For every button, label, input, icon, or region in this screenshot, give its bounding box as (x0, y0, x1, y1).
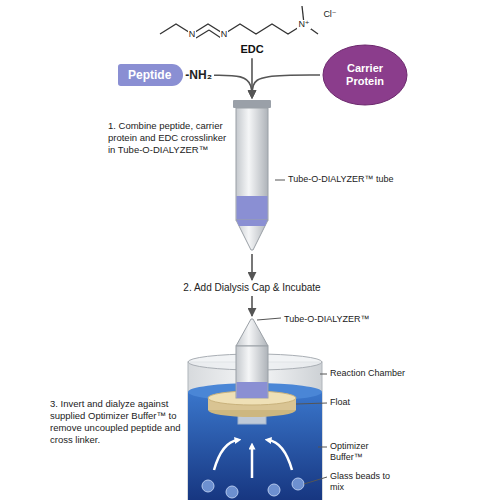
tubeInv-outline (232, 318, 272, 398)
mix-arrow (214, 440, 238, 470)
part-label: Reaction Chamber (330, 368, 405, 379)
flow-arrow (251, 254, 253, 280)
optimizer-buffer (188, 392, 322, 500)
atom-label: N (220, 30, 229, 39)
tube-tip (236, 319, 268, 346)
part-label: Float (330, 397, 350, 408)
edc-skeleton (160, 24, 304, 34)
node-text: 2. Add Dialysis Cap & Incubate (183, 282, 320, 294)
glass-bead (226, 486, 238, 498)
flow-arrow (214, 75, 252, 98)
leader-line (304, 477, 327, 484)
leader-line (296, 403, 327, 404)
reaction-mix (237, 196, 268, 220)
leader-line (318, 447, 327, 448)
atom-label: N⁺ (297, 20, 310, 29)
reagent-name: EDC (240, 43, 263, 56)
node-suffix: -NH₂ (183, 68, 212, 82)
tube-cap (233, 100, 271, 108)
peptide-box: Peptide-NH₂ (118, 64, 212, 86)
leader-line (257, 318, 281, 320)
step-text: 1. Combine peptide, carrier protein and … (108, 120, 230, 156)
glass-bead (268, 484, 280, 496)
node-text: Peptide (118, 64, 183, 86)
glass-bead (292, 478, 304, 490)
tube-outline (232, 100, 272, 252)
atom-label: N (188, 30, 197, 39)
flow-arrow (251, 296, 253, 316)
mix-arrow (268, 440, 292, 470)
dialyzer-tube: Tube-O-DIALYZER™ tube (232, 100, 272, 252)
part-label: Optimizer Buffer™ (330, 441, 394, 464)
inverted-dialyzer-tube: Tube-O-DIALYZER™ (232, 318, 272, 398)
step-text: 2. Add Dialysis Cap & Incubate (183, 282, 320, 294)
leader-line (275, 180, 285, 181)
reaction-mix (237, 382, 268, 398)
tube-tip (236, 220, 268, 250)
node-text: Tube-O-DIALYZER™ tube (288, 174, 394, 185)
carrier-protein-circle: Carrier Protein (322, 44, 408, 106)
flow-arrow (252, 75, 320, 98)
leader-line (320, 374, 327, 375)
step-text: 3. Invert and dialyze against supplied O… (50, 398, 182, 446)
double-bond (196, 30, 209, 38)
part-label: Glass beads to mix (330, 471, 394, 494)
atom-label: Cl⁻ (322, 10, 337, 19)
tube-body (236, 108, 268, 220)
beaker-wall (188, 362, 322, 500)
protein-circle (323, 45, 407, 105)
reaction-mix (237, 220, 268, 226)
node-text: Tube-O-DIALYZER™ (284, 314, 370, 325)
mix-arrow (251, 446, 254, 478)
tube-body (236, 346, 268, 398)
node-text: EDC (240, 43, 263, 56)
node-text: Carrier Protein (334, 62, 396, 88)
glass-bead (202, 480, 214, 492)
